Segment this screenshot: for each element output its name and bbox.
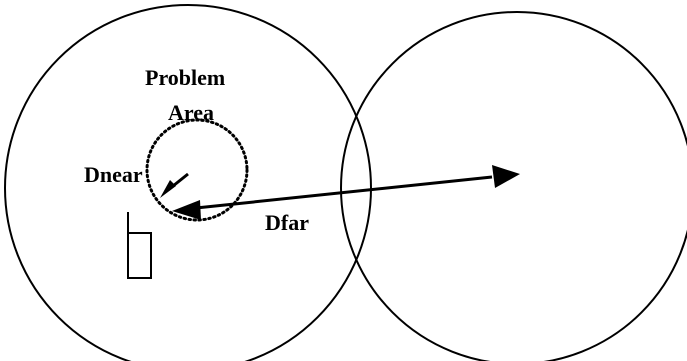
dfar-arrow-head-right — [492, 165, 520, 188]
dnear-arrow-head — [160, 180, 176, 198]
problem-area-label-line2: Area — [168, 100, 214, 125]
left-cell-circle — [4, 4, 372, 361]
problem-area-circle — [145, 118, 249, 222]
mobile-phone-icon — [127, 212, 152, 279]
dfar-arrow-line — [195, 175, 493, 210]
right-cell-circle — [340, 11, 687, 361]
problem-area-label-line1: Problem — [145, 65, 225, 90]
dfar-label: Dfar — [265, 210, 309, 235]
dnear-label: Dnear — [84, 162, 143, 187]
dfar-arrow-head-left — [172, 200, 201, 220]
